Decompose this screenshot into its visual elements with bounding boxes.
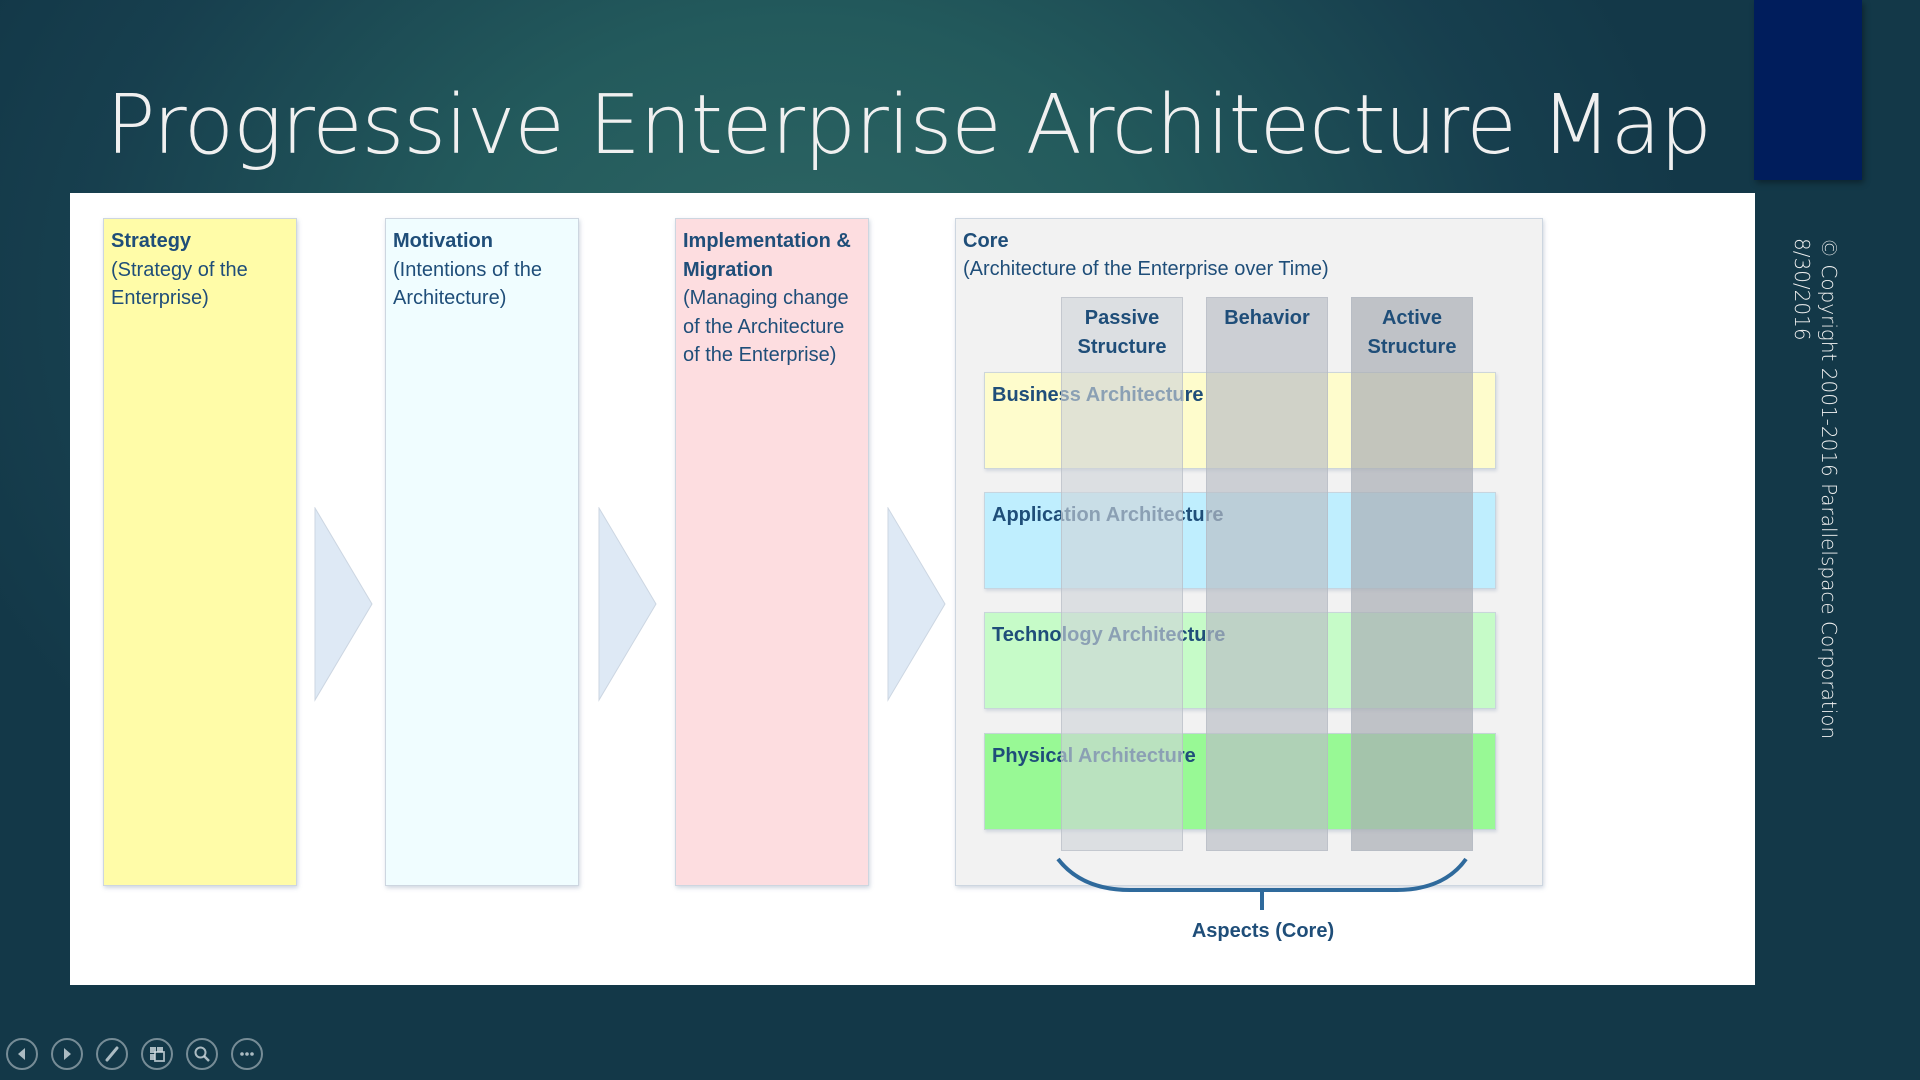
chevron-arrow-3	[887, 507, 946, 702]
aspect-behavior: Behavior	[1206, 297, 1328, 851]
copyright-line: © Copyright 2001-2016 Parallelspace Corp…	[1817, 238, 1841, 740]
core-subtitle: (Architecture of the Enterprise over Tim…	[963, 258, 1329, 280]
see-all-slides-button[interactable]	[141, 1038, 173, 1070]
slide-title: Progressive Enterprise Architecture Map	[106, 78, 1712, 173]
aspects-caption: Aspects (Core)	[1191, 920, 1335, 942]
implementation-migration-box: Implementation & Migration (Managing cha…	[675, 218, 869, 886]
slides-icon	[150, 1047, 165, 1062]
aspect-passive-structure-label: Passive Structure	[1077, 307, 1167, 358]
implementation-heading: Implementation & Migration	[683, 230, 851, 281]
diagram-panel: Strategy (Strategy of the Enterprise) Mo…	[70, 193, 1755, 985]
date-line: 8/30/2016	[1790, 238, 1814, 341]
next-slide-button[interactable]	[51, 1038, 83, 1070]
chevron-arrow-2	[598, 507, 657, 702]
strategy-heading: Strategy	[111, 230, 192, 252]
aspects-brace	[1056, 857, 1468, 910]
copyright-text: © Copyright 2001-2016 Parallelspace Corp…	[1788, 238, 1842, 739]
previous-icon	[18, 1048, 25, 1060]
slideshow-toolbar	[6, 1038, 263, 1070]
chevron-arrow-1	[314, 507, 373, 702]
more-options-button[interactable]	[231, 1038, 263, 1070]
more-icon	[240, 1052, 254, 1056]
motivation-heading: Motivation	[393, 230, 493, 252]
aspect-behavior-label: Behavior	[1224, 307, 1310, 329]
motivation-subtitle: (Intentions of the Architecture)	[393, 258, 542, 310]
pen-icon	[105, 1046, 119, 1062]
implementation-subtitle: (Managing change of the Architecture of …	[683, 287, 849, 366]
aspect-passive-structure: Passive Structure	[1061, 297, 1183, 851]
strategy-box: Strategy (Strategy of the Enterprise)	[103, 218, 297, 886]
aspect-active-structure-label: Active Structure	[1367, 307, 1457, 358]
next-icon	[64, 1048, 71, 1060]
previous-slide-button[interactable]	[6, 1038, 38, 1070]
accent-bar	[1754, 0, 1862, 180]
zoom-icon	[194, 1046, 210, 1062]
aspect-active-structure: Active Structure	[1351, 297, 1473, 851]
motivation-box: Motivation (Intentions of the Architectu…	[385, 218, 579, 886]
strategy-subtitle: (Strategy of the Enterprise)	[111, 258, 248, 310]
pen-button[interactable]	[96, 1038, 128, 1070]
core-box: Core (Architecture of the Enterprise ove…	[955, 218, 1543, 886]
zoom-button[interactable]	[186, 1038, 218, 1070]
core-heading: Core	[963, 230, 1009, 252]
